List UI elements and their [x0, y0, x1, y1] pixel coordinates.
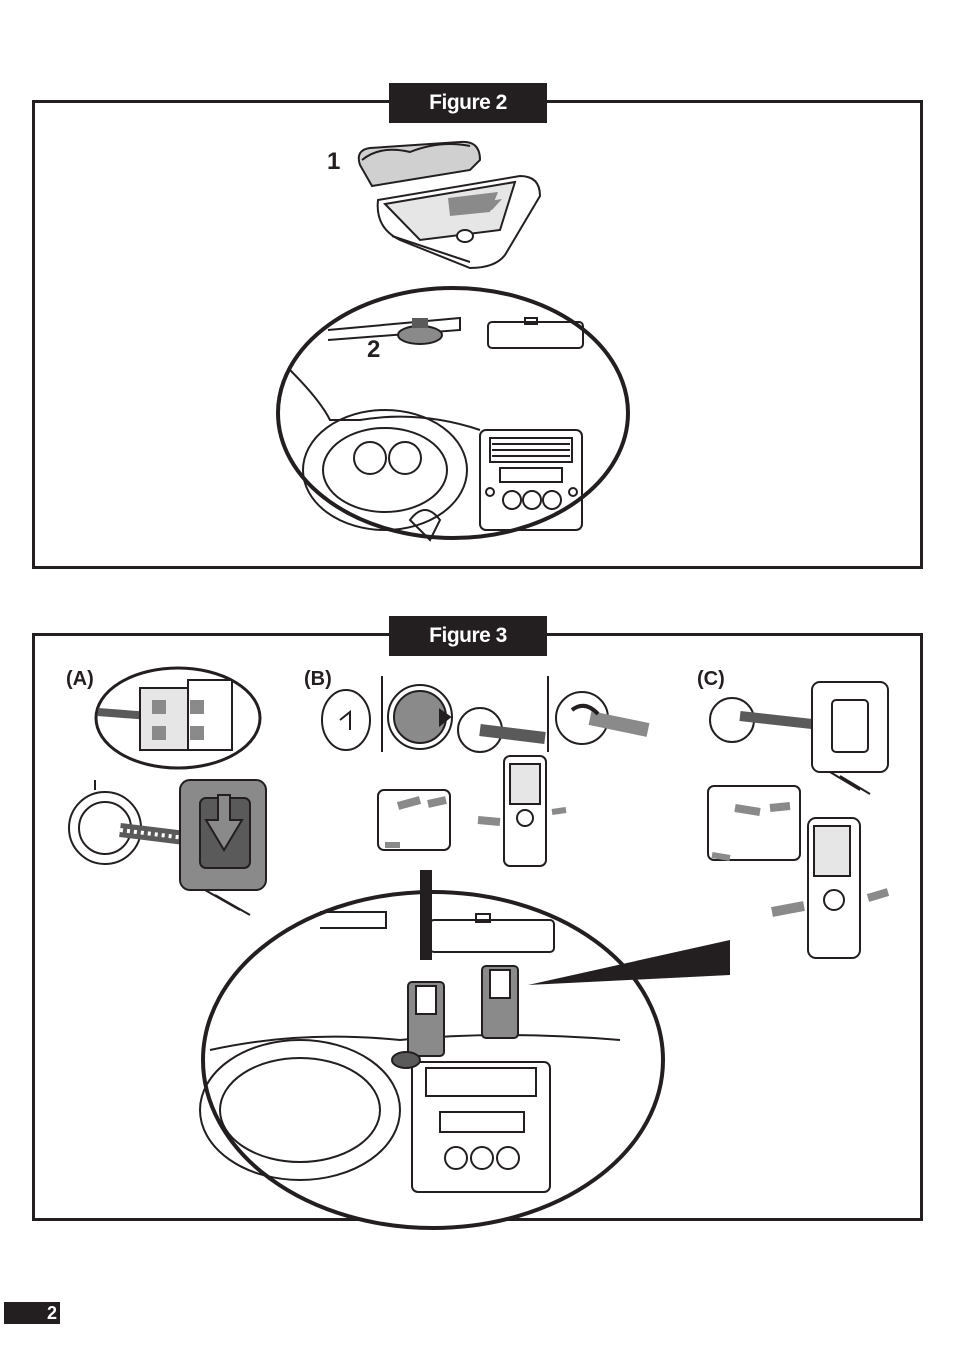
panel-c-label: (C)	[697, 668, 725, 691]
page-number: 2	[4, 1302, 60, 1324]
panel-a-label: (A)	[66, 668, 94, 691]
panel-c-drawing	[708, 682, 888, 958]
panel-a-drawing	[69, 668, 266, 915]
panel-b-label: (B)	[304, 668, 332, 691]
car-interior-with-mount-drawing	[200, 870, 730, 1228]
panel-b-drawing	[322, 676, 648, 866]
